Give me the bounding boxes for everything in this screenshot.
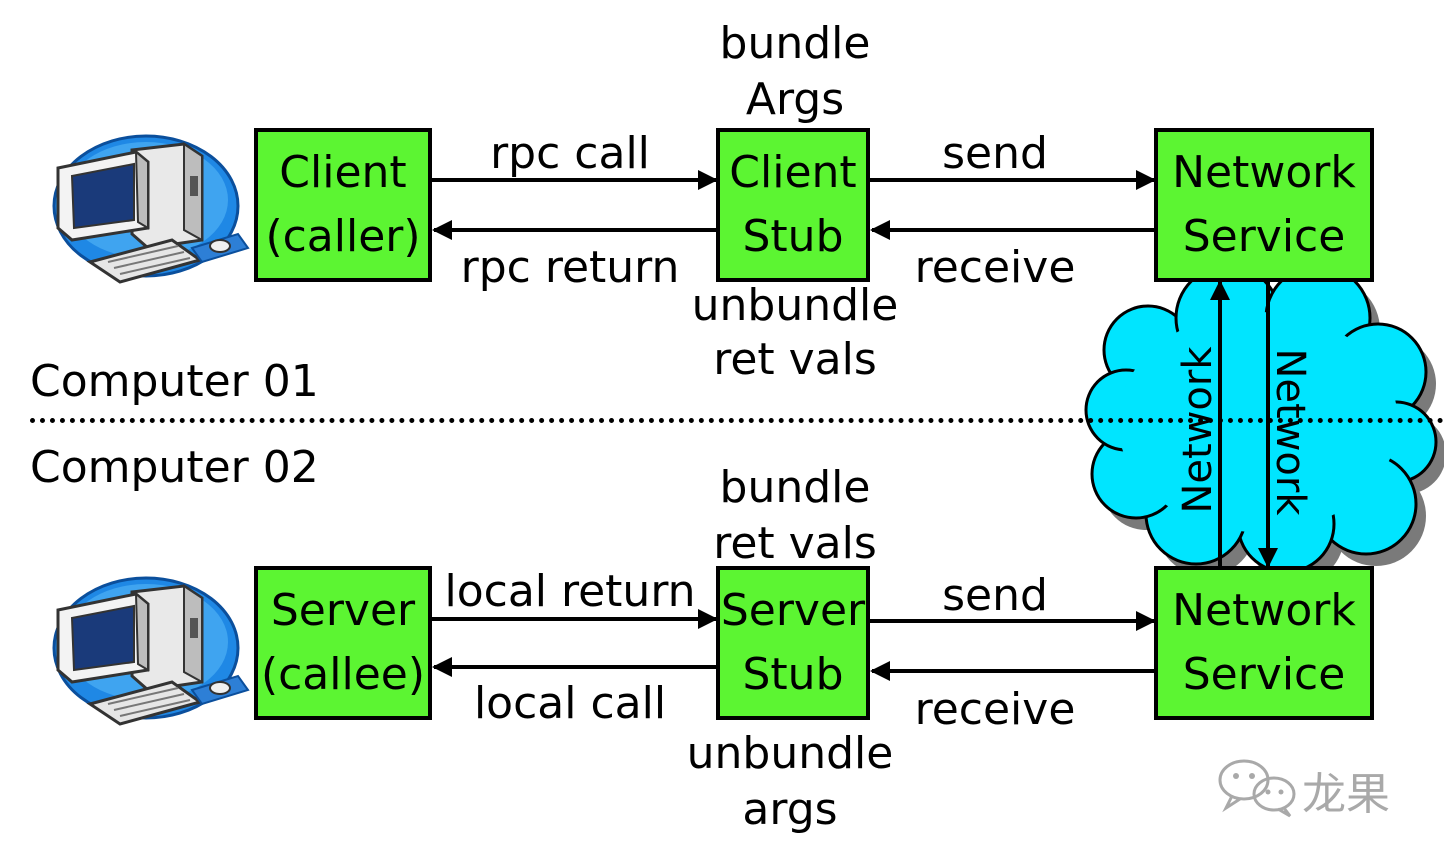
ret-vals-label-top: ret vals — [713, 334, 877, 385]
client-stub-box: Client Stub — [716, 128, 870, 282]
server-stub-box-line-1: Server — [720, 585, 866, 636]
local-return-label: local return — [444, 566, 696, 617]
network-service-bottom-line-1: Network — [1172, 585, 1356, 636]
server-box-line-1: Server — [270, 585, 416, 636]
network-service-top-line-1: Network — [1172, 147, 1356, 198]
client-box: Client (caller) — [254, 128, 432, 282]
server-stub-box-line-2: Stub — [742, 649, 844, 700]
local-call-label: local call — [473, 678, 667, 729]
computer-01-label: Computer 01 — [30, 356, 319, 407]
rpc-return-label: rpc return — [460, 242, 680, 293]
network-service-top-line-2: Service — [1182, 211, 1346, 262]
send-label-bottom: send — [942, 570, 1048, 621]
client-stub-box-line-1: Client — [729, 147, 857, 198]
client-box-line-1: Client — [279, 147, 407, 198]
unbundle-label-top: unbundle — [691, 280, 899, 331]
args-label: Args — [745, 74, 845, 125]
bundle-label: bundle — [719, 18, 871, 69]
server-box-line-2: (callee) — [260, 649, 426, 700]
ret-vals-label-bottom: ret vals — [713, 518, 877, 569]
client-box-line-2: (caller) — [265, 211, 421, 262]
args-label-bottom: args — [742, 784, 838, 835]
send-label-top: send — [942, 128, 1048, 179]
server-stub-box: Server Stub — [716, 566, 870, 720]
computer-02-label: Computer 02 — [30, 442, 319, 493]
computer-divider — [30, 418, 1444, 423]
rpc-call-label: rpc call — [490, 128, 650, 179]
network-service-box-top: Network Service — [1154, 128, 1374, 282]
client-stub-box-line-2: Stub — [742, 211, 844, 262]
network-service-bottom-line-2: Service — [1182, 649, 1346, 700]
unbundle-label-bottom: unbundle — [686, 728, 894, 779]
receive-label-bottom: receive — [914, 684, 1076, 735]
watermark-text: 龙果 — [1302, 769, 1390, 820]
network-service-box-bottom: Network Service — [1154, 566, 1374, 720]
receive-label-top: receive — [914, 242, 1076, 293]
server-box: Server (callee) — [254, 566, 432, 720]
bundle-label-bottom: bundle — [719, 462, 871, 513]
